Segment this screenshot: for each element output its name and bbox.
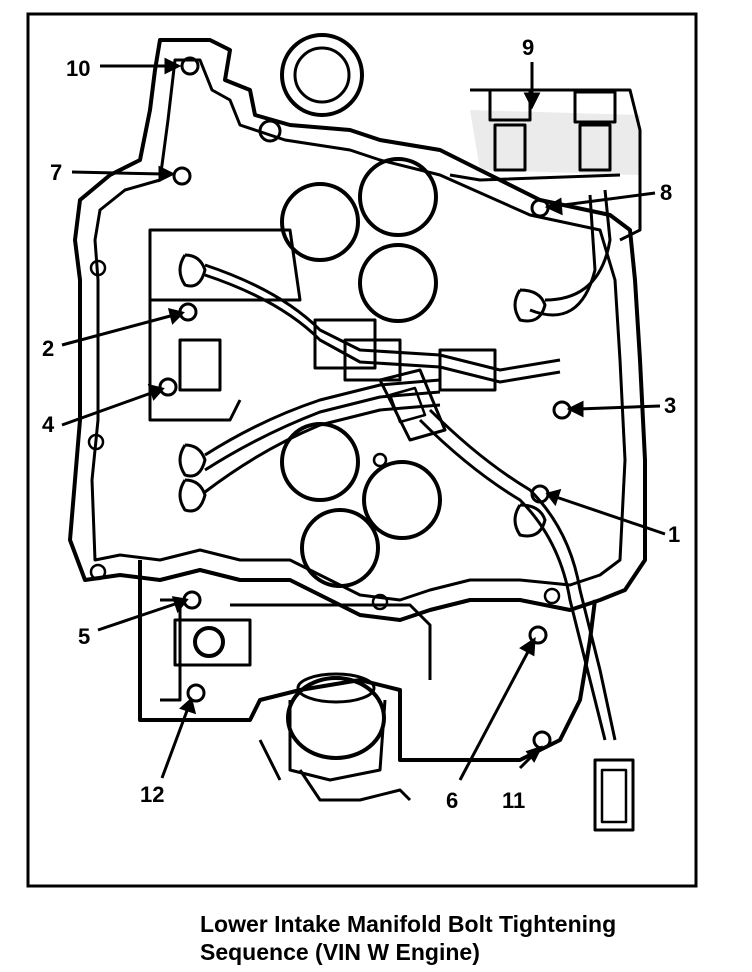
bolt-label-1: 1	[668, 522, 680, 547]
leader-lines	[61, 57, 666, 781]
bolt-label-3: 3	[664, 393, 676, 418]
bolt-label-6: 6	[446, 788, 458, 813]
manifold-drawing	[68, 33, 647, 832]
bolt-label-4: 4	[42, 412, 55, 437]
caption-line-2: Sequence (VIN W Engine)	[200, 939, 480, 965]
bolt-label-2: 2	[42, 336, 54, 361]
bolt-label-5: 5	[78, 624, 90, 649]
bolt-label-7: 7	[50, 160, 62, 185]
figure-caption: Lower Intake Manifold Bolt Tightening Se…	[200, 910, 740, 966]
bolt-label-9: 9	[522, 35, 534, 60]
bolt-label-11: 11	[502, 788, 525, 813]
bolt-label-8: 8	[660, 180, 672, 205]
diagram-border	[26, 12, 698, 888]
bolt-label-10: 10	[66, 56, 90, 81]
bolt-labels: 1 2 3 4 5 6 7 8 9 10 11 12	[42, 35, 680, 813]
bolt-label-12: 12	[140, 782, 164, 807]
caption-line-1: Lower Intake Manifold Bolt Tightening	[200, 911, 617, 937]
